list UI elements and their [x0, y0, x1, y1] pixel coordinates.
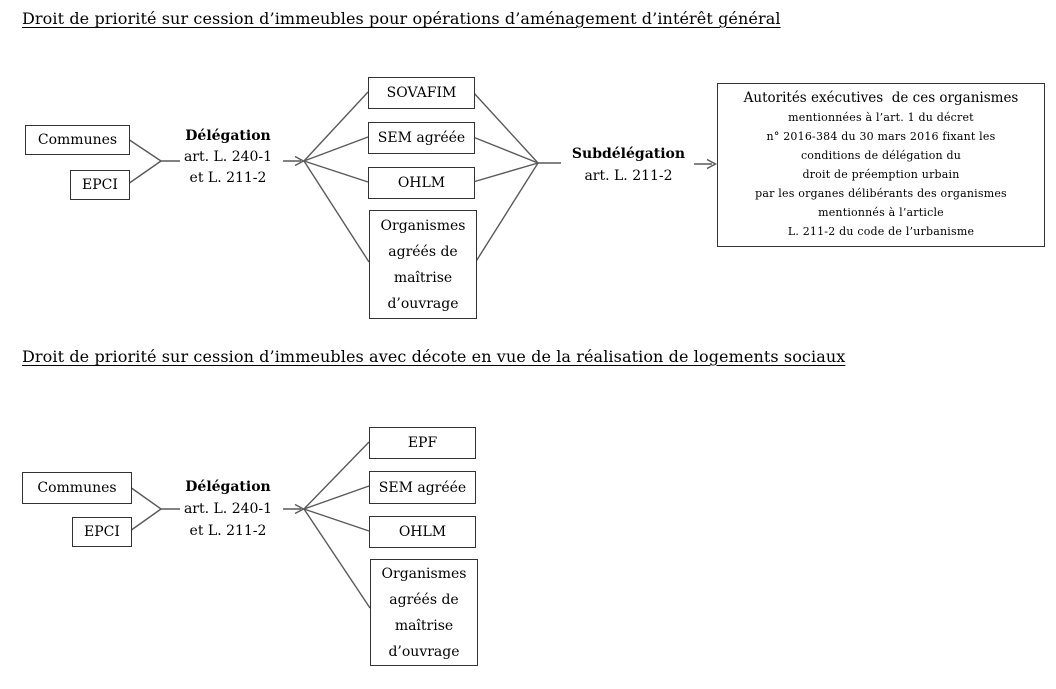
- box-epf: EPF: [369, 427, 476, 459]
- box-organismes-2: Organismes agréés de maîtrise d’ouvrage: [370, 559, 478, 666]
- box-sem-agreee-2: SEM agréée: [369, 471, 476, 504]
- box-sovafim: SOVAFIM: [368, 77, 475, 109]
- box-sem-agreee-1: SEM agréée: [368, 122, 475, 154]
- box-epci-2: EPCI: [72, 517, 132, 547]
- box-epci-1: EPCI: [70, 170, 130, 200]
- delegation-art2-2: et L. 211-2: [189, 523, 267, 539]
- autorites-heading: Autorités exécutives de ces organismes: [743, 90, 1019, 106]
- delegation-art-2: art. L. 240-1: [183, 501, 273, 517]
- box-communes-2: Communes: [22, 472, 132, 504]
- box-organismes-1: Organismes agréés de maîtrise d’ouvrage: [369, 210, 477, 319]
- delegation-title-1: Délégation: [185, 128, 271, 144]
- autorites-body: mentionnées à l’art. 1 du décret n° 2016…: [755, 111, 1007, 238]
- section2-title: Droit de priorité sur cession d’immeuble…: [22, 347, 846, 366]
- delegation-label-1: Délégation art. L. 240-1 et L. 211-2: [172, 126, 284, 189]
- delegation-title-2: Délégation: [185, 479, 271, 495]
- section1-title: Droit de priorité sur cession d’immeuble…: [22, 9, 781, 28]
- box-ohlm-1: OHLM: [368, 167, 475, 199]
- delegation-art2-1: et L. 211-2: [189, 170, 267, 186]
- box-communes-1: Communes: [25, 125, 130, 155]
- subdelegation-label: Subdélégation art. L. 211-2: [566, 143, 691, 187]
- box-ohlm-2: OHLM: [369, 516, 476, 548]
- delegation-label-2: Délégation art. L. 240-1 et L. 211-2: [172, 476, 284, 542]
- delegation-art-1: art. L. 240-1: [183, 149, 273, 165]
- subdelegation-title: Subdélégation: [571, 146, 686, 162]
- subdelegation-art: art. L. 211-2: [584, 168, 673, 184]
- box-autorites-executives: Autorités exécutives de ces organismes m…: [717, 83, 1045, 247]
